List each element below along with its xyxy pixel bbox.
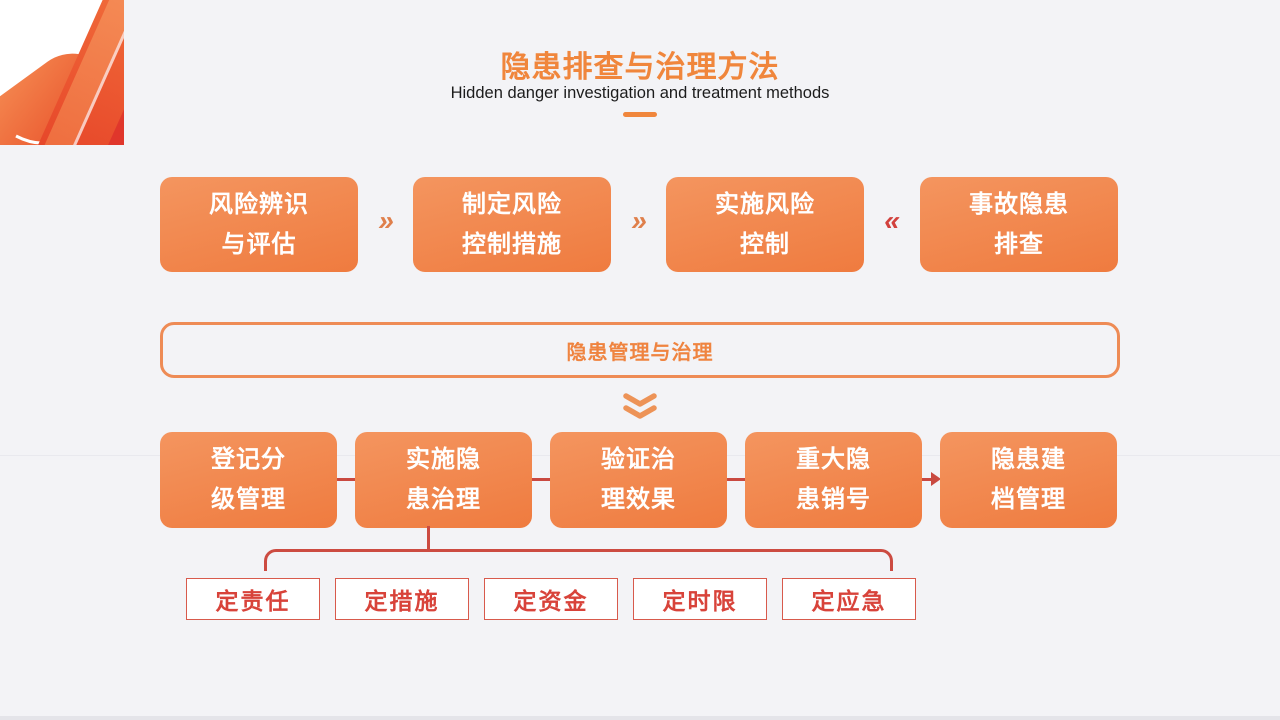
step-box-label-line1: 验证治 [601,446,676,473]
flow-box-accident-hazard-investigation: 事故隐患 排查 [920,177,1118,272]
step-box-label-line2: 患治理 [406,486,481,513]
measure-box-deadline: 定时限 [633,578,767,620]
logo [0,0,124,145]
flow-box-risk-identification: 风险辨识 与评估 [160,177,358,272]
flow-box-implement-risk-control: 实施风险 控制 [666,177,864,272]
bracket-stem [427,526,430,551]
step-connector-line [727,478,745,481]
page-subtitle: Hidden danger investigation and treatmen… [450,84,830,102]
arrow-right-icon [931,472,941,486]
measure-box-measures: 定措施 [335,578,469,620]
treatment-measures-bracket [264,549,893,571]
step-box-verify-effect: 验证治 理效果 [550,432,727,528]
flow-box-label-line2: 控制 [740,230,790,258]
step-connector-line [532,478,550,481]
flow-box-label-line1: 风险辨识 [209,190,309,218]
step-box-label-line1: 登记分 [211,446,286,473]
flow-box-label-line1: 实施风险 [715,190,815,218]
chevron-left-icon: « [884,205,900,236]
step-box-label-line2: 级管理 [211,486,286,513]
title-underline [623,112,657,117]
double-chevron-down-icon [623,393,657,419]
flow-box-label-line2: 控制措施 [462,230,562,258]
flow-box-label-line1: 制定风险 [462,190,562,218]
step-connector-line [337,478,355,481]
step-box-label-line2: 患销号 [796,486,871,513]
chevron-right-icon: » [378,205,394,236]
step-box-major-hazard-closure: 重大隐 患销号 [745,432,922,528]
step-box-label-line1: 隐患建 [991,446,1066,473]
hazard-management-banner: 隐患管理与治理 [160,322,1120,378]
orange-ribbon-logo-icon [0,0,124,145]
flow-box-label-line1: 事故隐患 [969,190,1069,218]
flow-box-label-line2: 排查 [994,230,1044,258]
step-box-label-line2: 理效果 [601,486,676,513]
page-title: 隐患排查与治理方法 [500,51,780,84]
chevron-right-icon: » [631,205,647,236]
measure-box-funds: 定资金 [484,578,618,620]
slide-bottom-edge [0,716,1280,720]
step-box-archive-management: 隐患建 档管理 [940,432,1117,528]
measure-box-responsibility: 定责任 [186,578,320,620]
flow-box-risk-control-measures: 制定风险 控制措施 [413,177,611,272]
step-box-label-line2: 档管理 [991,486,1066,513]
step-connector-arrow-line [922,478,933,481]
flow-box-label-line2: 与评估 [221,230,297,258]
step-box-registration-grading: 登记分 级管理 [160,432,337,528]
step-box-label-line1: 实施隐 [406,446,481,473]
measure-box-emergency: 定应急 [782,578,916,620]
banner-label: 隐患管理与治理 [566,341,714,364]
step-box-label-line1: 重大隐 [796,446,871,473]
step-box-implement-treatment: 实施隐 患治理 [355,432,532,528]
